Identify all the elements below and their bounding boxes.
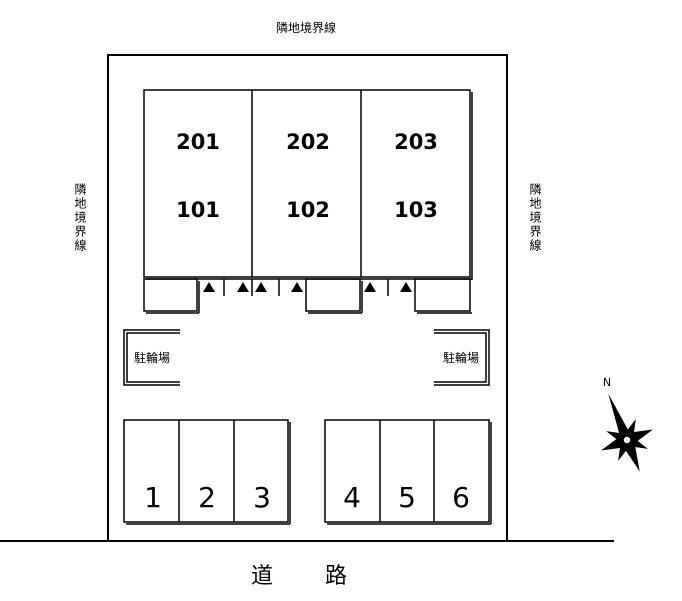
parking-space-6-label: 6 (452, 481, 470, 514)
unit-102-label: 102 (286, 198, 330, 222)
boundary-label-right: 隣地境界線 (528, 182, 542, 253)
bike-parking-left-label: 駐輪場 (134, 350, 170, 365)
entrance-arrow-3 (255, 282, 267, 292)
parking-group-left (123, 419, 291, 525)
unit-201-label: 201 (176, 130, 220, 154)
bike-parking-right-label: 駐輪場 (443, 350, 479, 365)
parking-space-1-label: 1 (144, 481, 162, 514)
entrance-arrows (203, 282, 412, 292)
parking-group-right-outline (324, 419, 490, 523)
unit-202-label: 202 (286, 130, 330, 154)
boundary-label-left: 隣地境界線 (73, 182, 87, 253)
bike-parking-right-outline (434, 329, 490, 386)
unit-203-label: 203 (394, 130, 438, 154)
bike-parking-left (123, 329, 180, 386)
parking-group-right (324, 419, 492, 525)
parking-space-3-label: 3 (253, 481, 271, 514)
entrance-arrow-6 (400, 282, 412, 292)
property-outline (107, 54, 508, 540)
bike-parking-left-outline (123, 329, 180, 386)
road-label-left: 道 (251, 564, 273, 589)
entrance-arrow-1 (203, 282, 215, 292)
compass-icon (601, 393, 653, 472)
compass-north-label: N (603, 376, 611, 389)
unit-101-label: 101 (176, 198, 220, 222)
road-label-right: 路 (325, 564, 347, 589)
compass-center (622, 435, 632, 445)
porch-middle (305, 278, 361, 312)
porch-right (414, 278, 471, 312)
building (143, 89, 473, 280)
bike-parking-right-inner (434, 332, 487, 383)
parking-space-2-label: 2 (198, 481, 216, 514)
compass-needle-south (623, 442, 640, 472)
boundary-label-top: 隣地境界線 (276, 20, 336, 35)
entrance-arrow-4 (291, 282, 303, 292)
entrance-row (143, 278, 472, 314)
unit-103-label: 103 (394, 198, 438, 222)
parking-space-4-label: 4 (343, 481, 361, 514)
parking-space-5-label: 5 (398, 481, 416, 514)
entrance-arrow-2 (237, 282, 249, 292)
building-outline (143, 89, 471, 278)
porch-left (143, 278, 198, 312)
entrance-arrow-5 (364, 282, 376, 292)
bike-parking-left-inner (126, 332, 180, 383)
compass-needle-north (608, 393, 630, 436)
bike-parking-right (434, 329, 490, 386)
parking-group-left-outline (123, 419, 289, 523)
